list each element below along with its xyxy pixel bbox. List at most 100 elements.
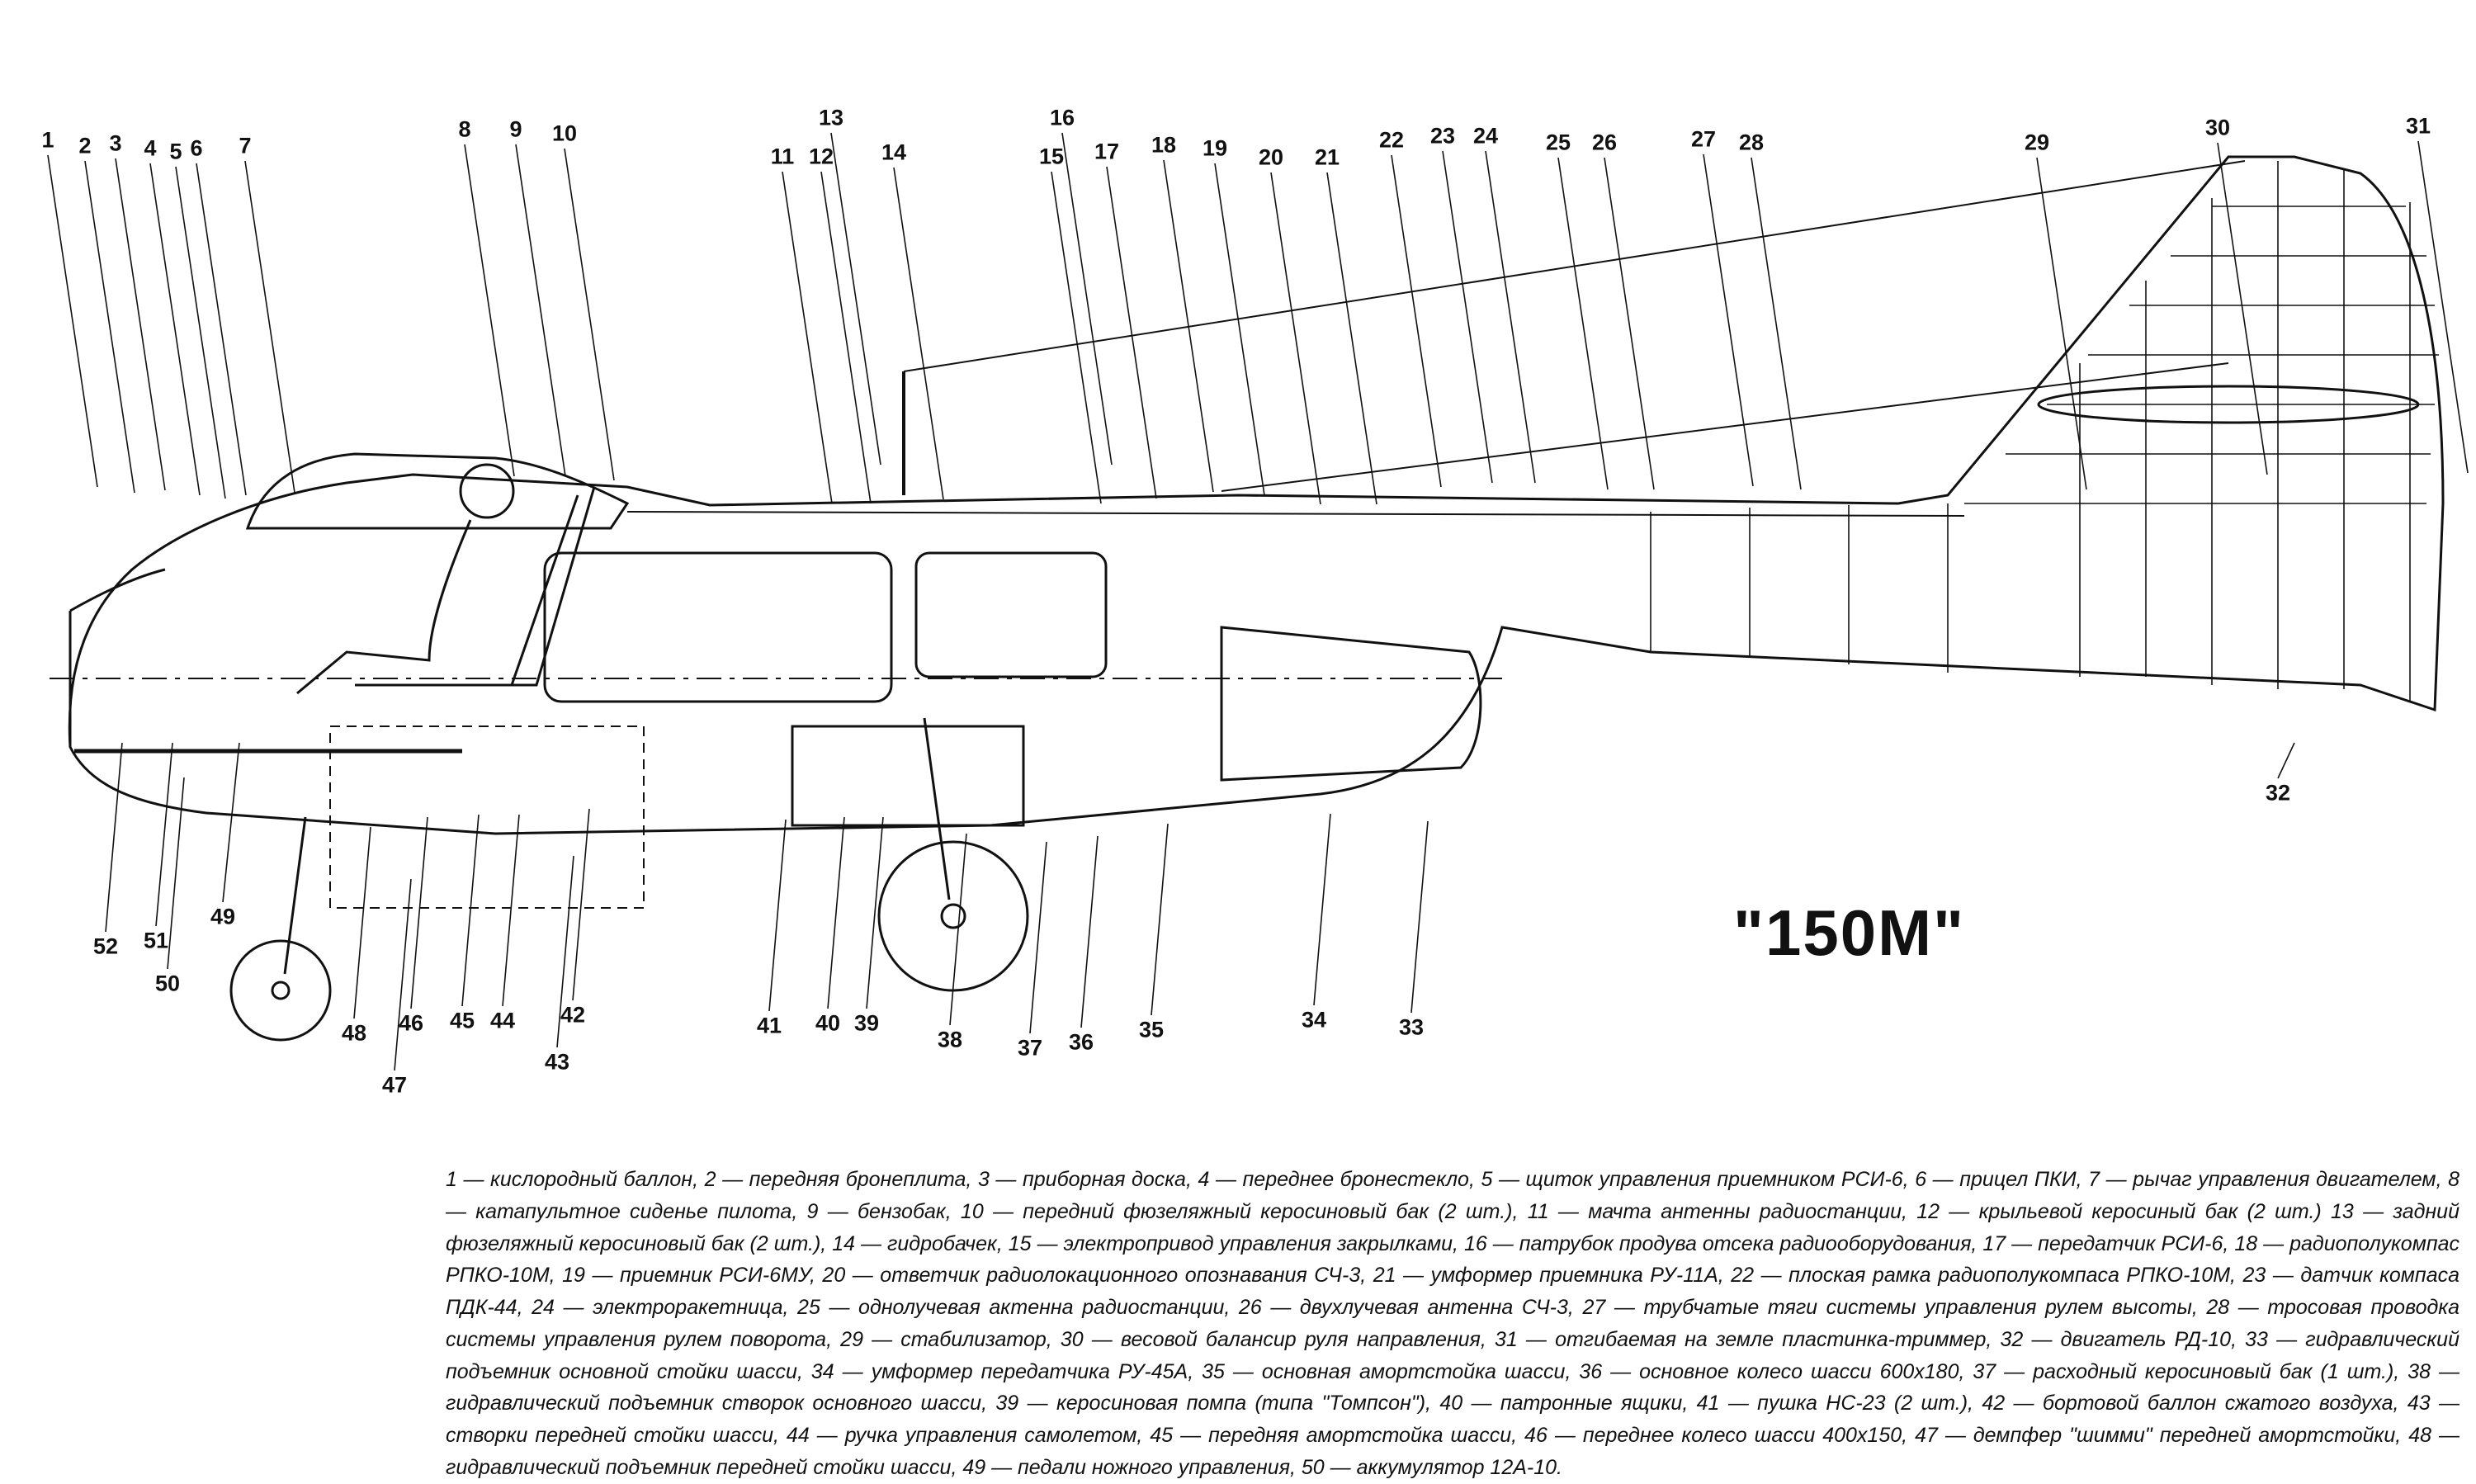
leader-line-45 — [461, 814, 480, 1007]
rear-fuselage-tank — [914, 551, 1108, 678]
callout-30: 30 — [2204, 115, 2231, 140]
leader-line-28 — [1751, 157, 1802, 490]
gear-door-outline — [329, 725, 645, 909]
leader-line-35 — [1151, 823, 1169, 1016]
leader-line-36 — [1080, 835, 1099, 1028]
parts-legend: 1 — кислородный баллон, 2 — передняя бро… — [446, 1168, 2459, 1479]
callout-33: 33 — [1398, 1014, 1425, 1040]
main-gear-strut — [923, 717, 951, 900]
callout-29: 29 — [2024, 130, 2050, 155]
callout-50: 50 — [154, 971, 181, 996]
leader-line-50 — [167, 777, 185, 970]
leader-line-7 — [244, 160, 295, 494]
callout-31: 31 — [2405, 113, 2431, 139]
callout-18: 18 — [1151, 132, 1177, 158]
callout-24: 24 — [1472, 123, 1499, 149]
leader-line-26 — [1604, 157, 1655, 490]
leader-line-48 — [353, 826, 371, 1019]
pilot-body — [296, 519, 472, 695]
nose-wheel-hub — [271, 981, 291, 1000]
leader-line-51 — [155, 742, 173, 927]
leader-line-11 — [782, 171, 833, 504]
leader-line-32 — [2277, 742, 2295, 779]
callout-32: 32 — [2265, 780, 2291, 806]
callout-35: 35 — [1138, 1017, 1165, 1042]
leader-line-15 — [1051, 171, 1102, 504]
nose-gear-strut — [283, 816, 307, 975]
callout-20: 20 — [1258, 144, 1284, 170]
callout-41: 41 — [756, 1013, 782, 1038]
callout-9: 9 — [509, 116, 522, 142]
leader-line-49 — [222, 742, 240, 903]
leader-line-9 — [515, 144, 566, 477]
antenna-wire-lower — [1221, 362, 2229, 492]
leader-line-30 — [2217, 142, 2268, 475]
callout-23: 23 — [1429, 123, 1456, 149]
callout-28: 28 — [1738, 130, 1765, 155]
canopy-outline — [245, 452, 630, 530]
main-wheel-hub — [940, 903, 966, 929]
callout-11: 11 — [770, 144, 795, 169]
leader-line-1 — [47, 154, 98, 488]
callout-42: 42 — [560, 1002, 586, 1028]
callout-1: 1 — [41, 127, 54, 153]
callout-2: 2 — [78, 133, 92, 158]
leader-line-39 — [866, 816, 884, 1009]
leader-line-2 — [84, 160, 135, 494]
leader-line-46 — [410, 816, 428, 1009]
callout-15: 15 — [1038, 144, 1065, 169]
leader-line-34 — [1313, 813, 1331, 1006]
leader-line-22 — [1391, 154, 1442, 488]
leader-line-23 — [1442, 150, 1493, 484]
callout-19: 19 — [1202, 135, 1228, 161]
leader-line-20 — [1270, 172, 1321, 505]
callout-22: 22 — [1378, 127, 1405, 153]
callout-27: 27 — [1690, 126, 1717, 152]
pilot-head — [459, 463, 515, 519]
nose-wheel — [229, 939, 332, 1042]
engine-nacelle — [1220, 626, 1482, 782]
tail-fin-ribs — [1650, 161, 2439, 702]
callout-47: 47 — [381, 1072, 408, 1098]
leader-line-47 — [394, 878, 412, 1071]
leader-line-29 — [2036, 157, 2087, 490]
control-rods — [626, 511, 1965, 517]
leader-line-43 — [556, 855, 574, 1048]
ammo-box — [791, 725, 1025, 827]
leader-line-16 — [1061, 132, 1113, 466]
leader-line-17 — [1106, 166, 1157, 499]
front-fuselage-tank — [543, 551, 893, 703]
leader-line-27 — [1703, 154, 1754, 487]
leader-line-33 — [1410, 820, 1429, 1014]
callout-16: 16 — [1049, 105, 1075, 130]
leader-line-14 — [893, 167, 944, 500]
leader-line-5 — [175, 166, 226, 499]
leader-line-19 — [1214, 163, 1265, 496]
leader-line-42 — [572, 808, 590, 1001]
leader-line-40 — [827, 816, 845, 1009]
leader-line-44 — [502, 814, 520, 1007]
callout-3: 3 — [109, 130, 122, 156]
callout-14: 14 — [881, 139, 907, 165]
callout-39: 39 — [853, 1010, 880, 1036]
callout-44: 44 — [489, 1008, 516, 1033]
aircraft-designation-title: "150M" — [1733, 896, 1966, 969]
callout-12: 12 — [808, 144, 834, 169]
leader-line-3 — [115, 158, 166, 491]
callout-6: 6 — [190, 135, 203, 161]
stabilizer — [2037, 385, 2420, 424]
callout-8: 8 — [458, 116, 471, 142]
main-wheel — [877, 840, 1029, 992]
callout-4: 4 — [144, 135, 157, 161]
leader-line-10 — [564, 148, 615, 481]
leader-line-24 — [1485, 150, 1536, 484]
callout-51: 51 — [143, 928, 169, 953]
leader-lines — [47, 132, 2469, 1071]
callout-7: 7 — [239, 133, 252, 158]
callout-48: 48 — [341, 1020, 367, 1046]
callout-46: 46 — [398, 1010, 424, 1036]
leader-line-12 — [820, 171, 872, 504]
aircraft-cutaway-drawing — [47, 132, 2469, 1071]
callout-49: 49 — [210, 904, 236, 929]
leader-line-38 — [949, 833, 967, 1026]
